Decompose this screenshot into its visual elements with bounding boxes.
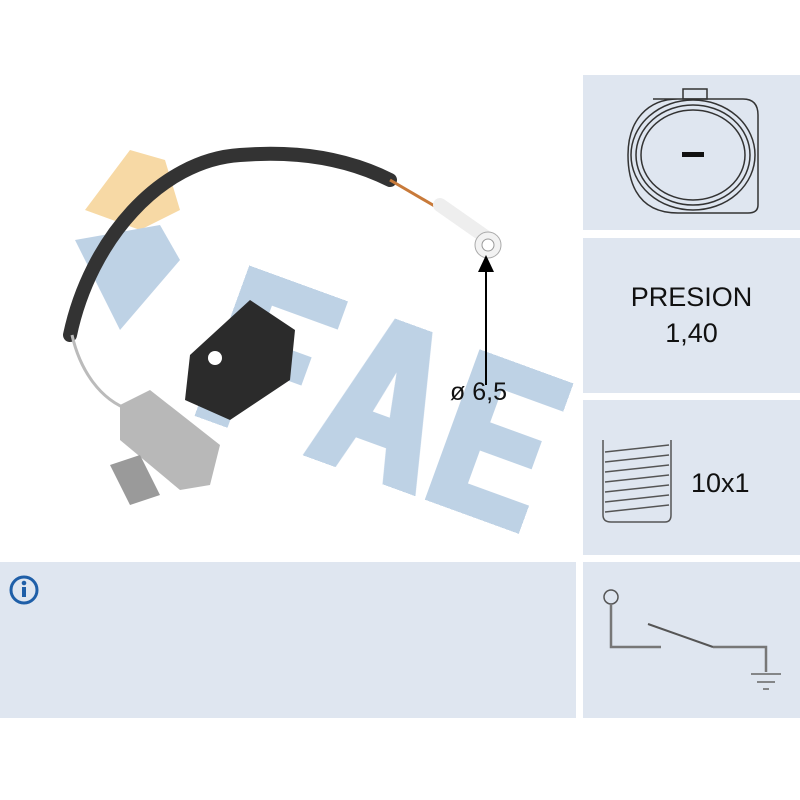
- connector-panel: [583, 75, 800, 230]
- pressure-label: PRESION: [630, 282, 753, 312]
- pressure-value: 1,40: [665, 318, 718, 348]
- thread-size: 10x1: [691, 468, 750, 498]
- thread-icon: [602, 440, 672, 523]
- dimension-arrow: [478, 255, 494, 385]
- info-panel: [0, 562, 576, 718]
- sensor-image: [63, 146, 502, 505]
- thread-panel: 10x1: [583, 400, 800, 555]
- switch-diagram-icon: [603, 589, 781, 690]
- info-icon[interactable]: [8, 574, 48, 614]
- switch-panel: [583, 562, 800, 718]
- pressure-panel: PRESION 1,40: [583, 238, 800, 393]
- connector-icon: [627, 88, 759, 214]
- eyelet-diameter-label: ø 6,5: [450, 378, 507, 406]
